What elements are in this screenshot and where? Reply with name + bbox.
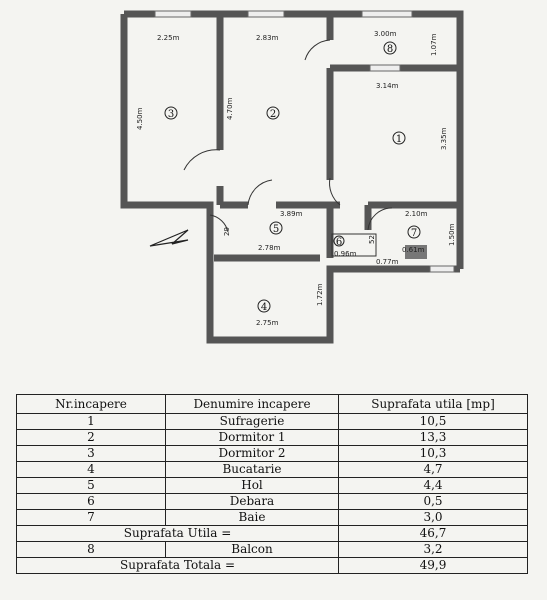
table-header-row: Nr.incapere Denumire incapere Suprafata … [16,394,528,414]
room-number-8: 8 [387,44,393,55]
row-name: Balcon [165,541,339,558]
table-row: 2 Dormitor 1 13,3 [16,429,528,446]
room-number-4: 4 [261,302,267,313]
row-area: 10,3 [338,445,528,462]
door-swings [183,39,393,233]
dim-0-96: 0.96m [334,250,357,258]
dim-1-50: 1.50m [448,223,456,246]
room-number-3: 3 [168,109,174,120]
row-name: Dormitor 1 [165,429,339,446]
table-row: 4 Bucatarie 4,7 [16,461,528,478]
totala-label: Suprafata Totala = [16,557,339,574]
header-area: Suprafata utila [mp] [338,394,528,414]
walls [120,10,464,344]
room-number-2: 2 [270,109,276,120]
dim-2-75: 2.75m [256,319,279,327]
row-nr: 2 [16,429,166,446]
row-name: Baie [165,509,339,526]
floor-plan: 2.25m 2.83m 3.00m 1.07m 3.14m 4.50m 4.70… [120,10,464,344]
dim-52: 52 [368,235,376,244]
dim-2-25: 2.25m [157,34,180,42]
dim-3-14: 3.14m [376,82,399,90]
dim-2-10: 2.10m [405,210,428,218]
entrance-arrow-icon [149,229,189,247]
dim-1-07: 1.07m [430,33,438,56]
bath-fixture [405,245,427,259]
row-name: Debara [165,493,339,510]
utila-value: 46,7 [338,525,528,542]
header-name: Denumire incapere [165,394,339,414]
dim-1-72: 1.72m [316,283,324,306]
dim-3-00: 3.00m [374,30,397,38]
room-number-7: 7 [411,228,417,239]
row-nr: 5 [16,477,166,494]
dim-4-70: 4.70m [226,97,234,120]
row-area: 10,5 [338,413,528,430]
windows [154,10,455,273]
table-row: 5 Hol 4,4 [16,477,528,494]
row-name: Hol [165,477,339,494]
row-area: 4,4 [338,477,528,494]
room-number-1: 1 [396,134,402,145]
dim-4-50: 4.50m [136,107,144,130]
row-name: Sufragerie [165,413,339,430]
table-row: 6 Debara 0,5 [16,493,528,510]
totala-row: Suprafata Totala = 49,9 [16,557,528,574]
table-row: 3 Dormitor 2 10,3 [16,445,528,462]
room-number-6: 6 [336,237,342,248]
row-area: 3,2 [338,541,528,558]
row-nr: 6 [16,493,166,510]
room-markers: 3 2 1 8 5 6 7 4 [164,41,421,313]
table-row: 1 Sufragerie 10,5 [16,413,528,430]
dim-0-61: 0.61m [402,246,425,254]
table-row: 7 Baie 3,0 [16,509,528,526]
row-nr: 4 [16,461,166,478]
row-name: Bucatarie [165,461,339,478]
room-number-5: 5 [273,224,279,235]
dim-2-78: 2.78m [258,244,281,252]
row-nr: 8 [16,541,166,558]
dim-29: 29 [223,227,231,236]
row-area: 0,5 [338,493,528,510]
row-area: 13,3 [338,429,528,446]
dim-3-89: 3.89m [280,210,303,218]
area-table: Nr.incapere Denumire incapere Suprafata … [16,394,528,574]
row-name: Dormitor 2 [165,445,339,462]
utila-row: Suprafata Utila = 46,7 [16,525,528,542]
dim-2-83: 2.83m [256,34,279,42]
utila-label: Suprafata Utila = [16,525,339,542]
row-nr: 3 [16,445,166,462]
row-nr: 7 [16,509,166,526]
row-nr: 1 [16,413,166,430]
row-area: 4,7 [338,461,528,478]
row-area: 3,0 [338,509,528,526]
dim-3-35: 3.35m [440,127,448,150]
dim-0-77: 0.77m [376,258,399,266]
header-nr: Nr.incapere [16,394,166,414]
table-row: 8 Balcon 3,2 [16,541,528,558]
totala-value: 49,9 [338,557,528,574]
debara-outline [331,233,377,257]
